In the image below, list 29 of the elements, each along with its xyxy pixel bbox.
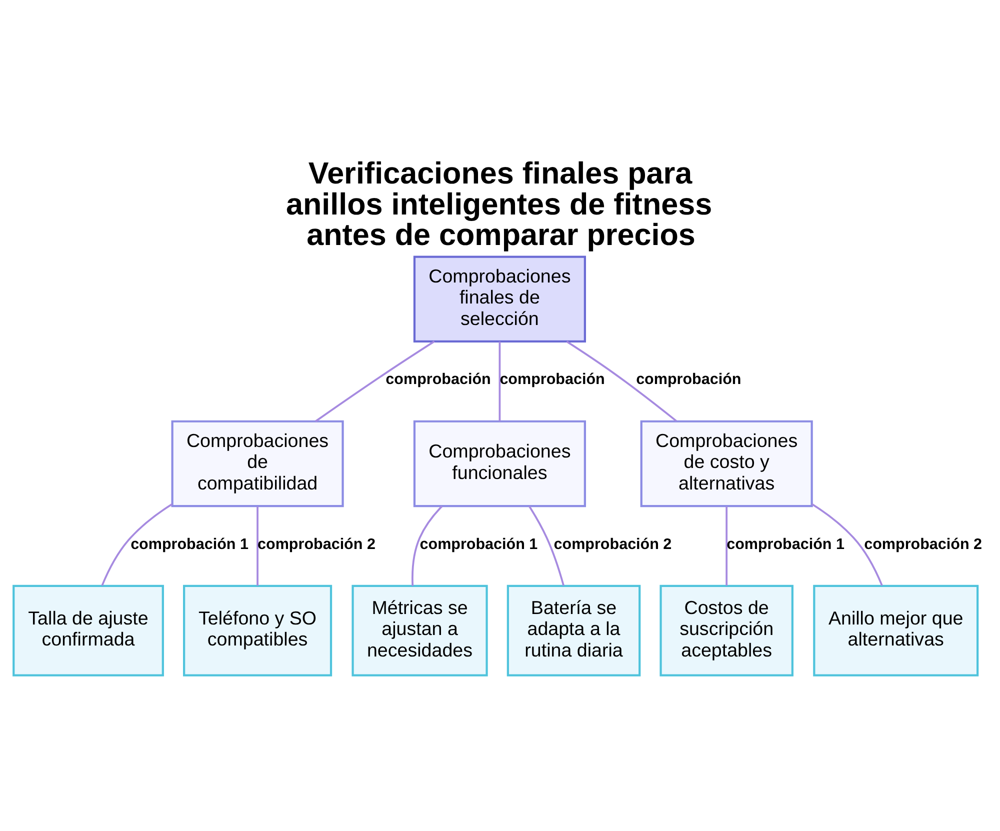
- edge-label: comprobación 2: [864, 536, 982, 553]
- connector: [566, 340, 677, 422]
- edge-label: comprobación: [500, 371, 605, 388]
- node-box: Comprobaciones de compatibilidad: [171, 420, 344, 508]
- connector: [101, 503, 173, 586]
- node-box: Batería se adapta a la rutina diaria: [506, 584, 641, 676]
- node-box: Anillo mejor que alternativas: [813, 584, 979, 676]
- connector: [811, 503, 883, 586]
- edge-label: comprobación 2: [258, 536, 376, 553]
- edge-label: comprobación 1: [726, 536, 844, 553]
- node-box: Talla de ajuste confirmada: [12, 584, 164, 676]
- node-box: Teléfono y SO compatibles: [183, 584, 332, 676]
- connector: [498, 342, 501, 422]
- node-box: Comprobaciones finales de selección: [413, 256, 586, 342]
- node-box: Comprobaciones funcionales: [413, 420, 586, 508]
- node-box: Métricas se ajustan a necesidades: [352, 584, 488, 676]
- connector: [256, 506, 258, 586]
- edge-label: comprobación 1: [420, 536, 538, 553]
- connector: [412, 506, 443, 586]
- edge-label: comprobación 2: [554, 536, 672, 553]
- edge-label: comprobación: [386, 371, 491, 388]
- node-box: Comprobaciones de costo y alternativas: [640, 420, 813, 508]
- connector: [315, 340, 435, 422]
- diagram-title: Verificaciones finales para anillos inteligentes de fitness antes de comparar precios: [286, 156, 712, 252]
- connector: [726, 506, 728, 586]
- node-box: Costos de suscripción aceptables: [660, 584, 794, 676]
- edge-label: comprobación 1: [130, 536, 248, 553]
- edge-label: comprobación: [636, 371, 742, 388]
- connector: [528, 506, 564, 586]
